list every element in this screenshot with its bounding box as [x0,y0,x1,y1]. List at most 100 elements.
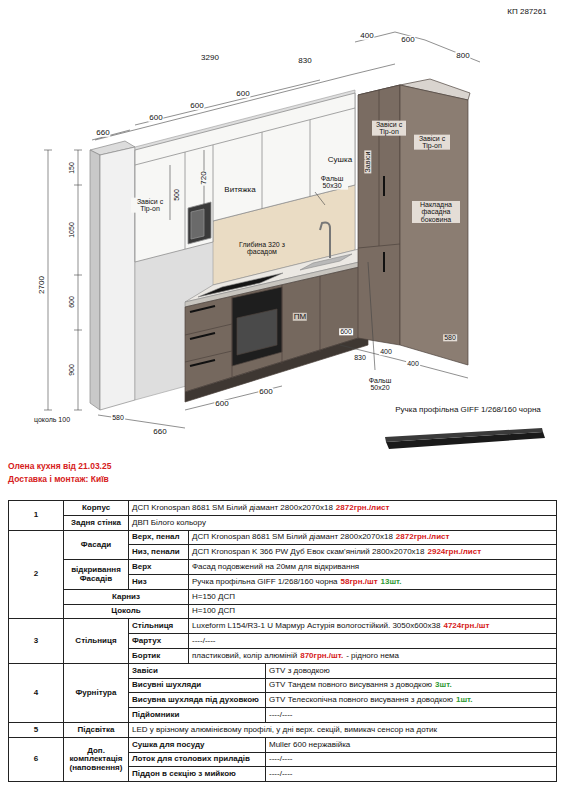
kitchen-illustration [0,0,565,460]
annotation-label: Завіси с Tip-on [131,198,169,213]
annotation-label: ПМ [293,313,307,321]
annotation-label: Накладна фасадна боковина [412,201,460,223]
upper-cabinets-part [191,209,204,239]
dimension-lines-part [44,150,52,151]
dimension-label: 580 [111,414,125,421]
cell-content: Сушка для посуду [132,741,205,749]
dimension-label: 2700 [38,275,46,295]
dimension-lines-part [74,410,82,411]
dimension-lines-part [44,410,52,411]
dimension-label: 3290 [200,54,220,62]
dimension-lines-part [95,75,350,140]
table-heading: Лоток для столових приладів [132,754,250,763]
dimension-label: 600 [214,400,229,408]
dimension-lines-part [48,150,49,410]
cell-content: Завіси [132,667,158,675]
annotation-label: Фальш 50х20 [363,377,397,392]
cell-content: LED у врізному алюмінієвому профілі, у д… [132,726,437,734]
table-cell: Ручка профільна GIFF 1/268/160 чорна58гр… [188,574,557,590]
cell-content: Верх [132,563,151,571]
dimension-label: 830 [353,354,367,361]
cell-content: 1 [34,511,38,519]
dimension-label: 400 [406,360,420,367]
table-heading: Піддон в секцію з мийкою [132,769,236,778]
wall-column-part [90,150,100,410]
upper-cabinets-part [262,132,263,209]
table-value: GTV Телескопічна повного висування з дов… [269,695,453,704]
table-cell: Завіси [128,663,266,679]
tall-cabinet-part [383,252,385,272]
table-cell: Корпус [63,500,129,516]
cell-content: ДСП Kronospan 8681 SM Білий діамант 2800… [132,504,390,512]
cell-content: Стільниця [75,637,116,645]
cell-content: Luxeform L154/R3-1 U Мармур Астурія воло… [192,622,489,630]
table-cell: Стільниця [63,618,129,664]
table-heading: Верх [132,562,151,571]
dimension-lines-part [170,165,171,220]
section-number: 5 [34,725,38,734]
dimension-lines-part [185,386,282,410]
offer-number: КП 287261 [507,8,546,16]
lower-cabinets-part [237,309,277,355]
dimension-lines-part [135,80,320,125]
cell-content: Верх, пенал [132,533,180,541]
table-cell: ----/---- [265,766,557,782]
table-cell: Висувні шухляди [128,678,266,693]
cell-content: відкривання Фасадів [67,566,125,583]
table-heading: Фурнітура [76,688,117,697]
upper-cabinets-part [135,93,355,262]
table-value: 3шт. [435,680,452,689]
cell-content: Карниз [112,593,140,601]
cell-content: Бортик [132,652,160,660]
dimension-label: 660 [95,129,110,137]
table-cell: Muller 600 нержавійка [265,737,557,753]
dimension-label: 600 [400,36,415,44]
dimension-label: 600 [148,114,163,122]
table-heading: Низ, пенали [132,547,180,556]
table-cell: Н=150 ДСП [188,589,557,605]
annotation-label: Глибина 320 з фасадом [232,241,292,256]
table-value: ----/---- [269,754,293,763]
table-value: ДСП Kronospan K 366 PW Дуб Евок скам'яні… [192,547,424,556]
table-cell: ДВП Білого кольору [128,515,557,531]
cell-content: ДСП Kronospan K 366 PW Дуб Евок скам'яні… [192,548,481,556]
section-number: 4 [34,688,38,697]
profile-handle-image-part [385,428,543,442]
lower-cabinets-part [185,324,232,335]
tall-cabinet-part [379,90,380,246]
dimension-label: 600 [235,90,250,98]
table-value: 1шт. [456,695,473,704]
table-cell: 5 [8,722,64,738]
table-heading: Цоколь [111,606,140,615]
cell-content: Фурнітура [76,689,117,697]
cell-content: GTV Телескопічна повного висування з дов… [269,696,473,704]
tall-cabinet [358,79,470,365]
dimension-lines-part [74,185,82,186]
table-value: - рідного нема [346,651,399,660]
annotation-label: Витяжка [223,186,256,194]
cell-content: 5 [34,726,38,734]
cell-content: Підйомники [132,711,179,719]
dimension-lines-part [74,275,82,276]
table-cell: Висувна шухляда під духовкою [128,692,266,708]
table-cell: Сушка для посуду [128,737,266,753]
cell-content: 2 [34,570,38,578]
cell-content: Фасади [81,541,111,549]
cell-content: GTV Тандем повного висування з доводкою3… [269,681,452,689]
table-cell: GTV з доводкою [265,663,557,679]
annotation-label: Фальш 50х30 [316,175,348,190]
dimension-lines-part [315,192,325,205]
dimension-lines-part [425,40,480,62]
table-value: ДВП Білого кольору [132,518,206,527]
table-value: Muller 600 нержавійка [269,740,350,749]
cell-content: Задня стінка [71,519,121,527]
table-heading: Бортик [132,651,160,660]
dimension-label: 600 [258,388,273,396]
annotation-label: Завіси с Tip-on [372,121,406,136]
cell-content: Висувна шухляда під духовкою [132,696,259,704]
dimension-label: 400 [379,348,393,355]
lower-cabinets-part [185,351,232,362]
table-cell: Фартух [128,633,189,649]
countertop-part [320,223,330,258]
